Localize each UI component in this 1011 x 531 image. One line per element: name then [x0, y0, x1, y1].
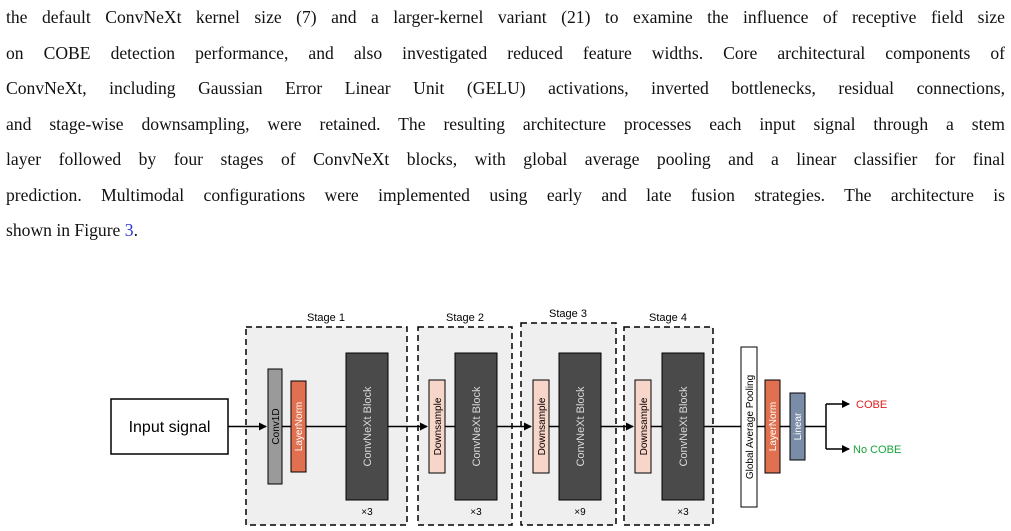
paragraph-line: shown in Figure 3. — [6, 213, 1005, 249]
downsample-label: Downsample — [433, 397, 444, 455]
convnext-block-label: ConvNeXt Block — [678, 386, 690, 467]
paragraph-text: shown in Figure — [6, 220, 125, 240]
architecture-diagram: Stage 1 Stage 2 Stage 3 Stage 4 Input si… — [110, 308, 901, 526]
paragraph-text: . — [133, 220, 138, 240]
convnext-block-label: ConvNeXt Block — [575, 386, 587, 467]
paragraph-line: the default ConvNeXt kernel size (7) and… — [6, 7, 1005, 27]
conv1d-label: Conv1D — [271, 408, 282, 444]
convnext-block-stage-3 — [558, 352, 602, 501]
linear-label: Linear — [793, 412, 804, 440]
paragraph-line: layer followed by four stages of ConvNeX… — [6, 149, 1005, 169]
output-no-cobe-label: No COBE — [853, 444, 901, 456]
paragraph-line: prediction. Multimodal configurations we… — [6, 184, 1005, 205]
stage-3-label: Stage 3 — [549, 308, 587, 320]
figure-reference-link[interactable]: 3 — [124, 220, 134, 240]
stage-2-label: Stage 2 — [446, 312, 484, 324]
output-cobe-label: COBE — [856, 399, 887, 411]
convnext-block-stage-4 — [661, 352, 705, 501]
stage-4-repeat: ×3 — [677, 507, 689, 518]
global-average-pooling-label: Global Average Pooling — [745, 375, 756, 479]
stage-3-repeat: ×9 — [574, 507, 586, 518]
layernorm-label: LayerNorm — [768, 402, 779, 451]
paragraph-line: ConvNeXt, including Gaussian Error Linea… — [6, 78, 1005, 98]
stage-1-repeat: ×3 — [361, 507, 373, 518]
layernorm-label: LayerNorm — [294, 402, 305, 451]
stage-1-label: Stage 1 — [307, 312, 345, 324]
stage-2-repeat: ×3 — [470, 507, 482, 518]
input-signal-label: Input signal — [129, 419, 211, 436]
body-paragraph: the default ConvNeXt kernel size (7) and… — [6, 0, 1005, 249]
downsample-label: Downsample — [537, 397, 548, 455]
convnext-block-label: ConvNeXt Block — [362, 386, 374, 467]
paragraph-line: and stage-wise downsampling, were retain… — [6, 113, 1005, 134]
stage-4-label: Stage 4 — [649, 312, 687, 324]
convnext-block-label: ConvNeXt Block — [471, 386, 483, 467]
paragraph-line: on COBE detection performance, and also … — [6, 42, 1005, 63]
downsample-label: Downsample — [639, 397, 650, 455]
input-signal-box — [110, 398, 229, 455]
